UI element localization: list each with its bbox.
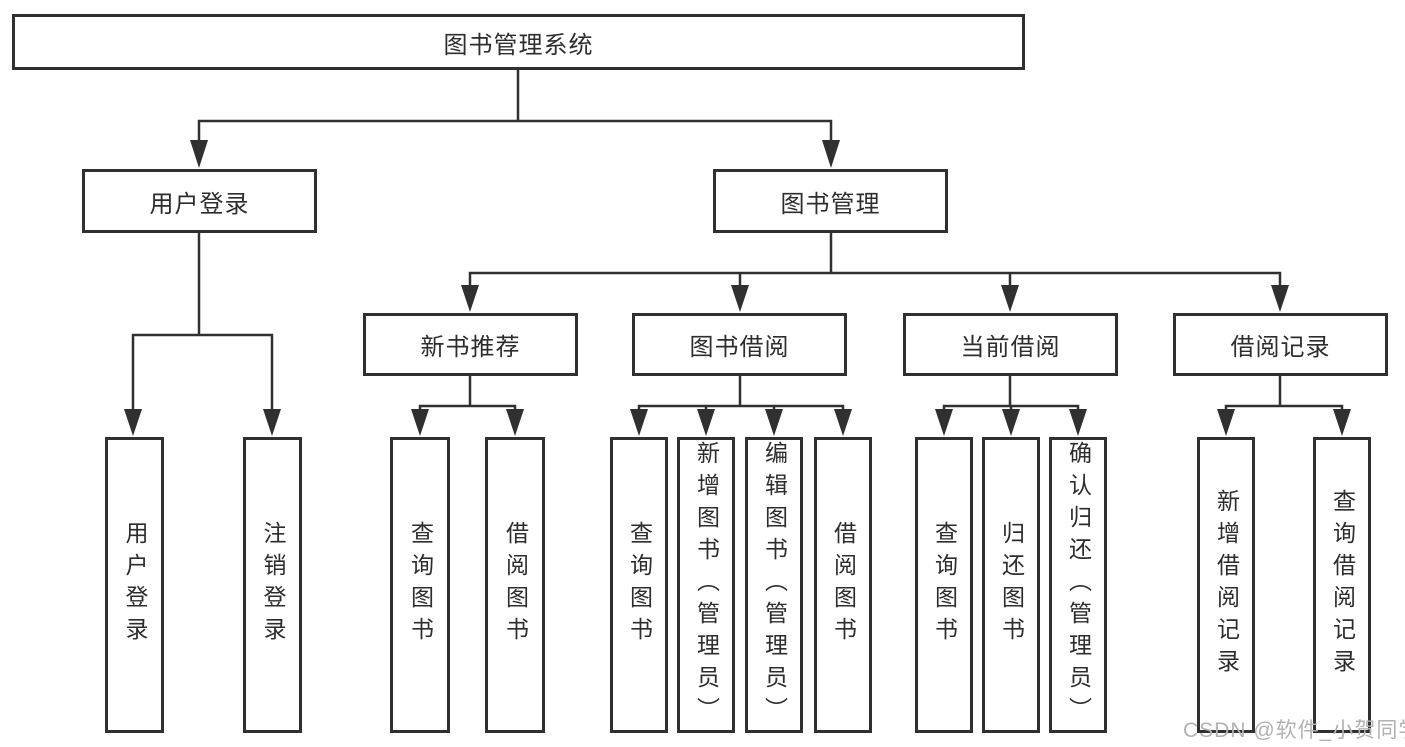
node-book-management: 图书管理 <box>713 169 948 233</box>
node-leaf-confirm-return-admin-label: 确认归还（管理员） <box>1065 441 1092 729</box>
node-leaf-user-login: 用户登录 <box>105 437 164 733</box>
node-leaf-query-books-2-label: 查询图书 <box>626 521 653 649</box>
node-leaf-borrow-books-1: 借阅图书 <box>485 437 545 733</box>
node-borrowing-records: 借阅记录 <box>1173 313 1388 376</box>
node-leaf-query-borrow-record: 查询借阅记录 <box>1313 437 1371 733</box>
node-leaf-add-books-admin: 新增图书（管理员） <box>677 437 735 733</box>
node-leaf-edit-books-admin: 编辑图书（管理员） <box>745 437 803 733</box>
node-leaf-borrow-books-1-label: 借阅图书 <box>502 521 529 649</box>
node-leaf-query-books-3: 查询图书 <box>915 437 973 733</box>
node-new-book-recommend-label: 新书推荐 <box>420 334 521 361</box>
node-user-login-label: 用户登录 <box>149 190 250 218</box>
node-user-login: 用户登录 <box>82 169 317 233</box>
node-root-library-system: 图书管理系统 <box>12 14 1025 70</box>
node-leaf-query-books-1: 查询图书 <box>390 437 450 733</box>
node-leaf-edit-books-admin-label: 编辑图书（管理员） <box>761 441 788 729</box>
node-book-borrowing-label: 图书借阅 <box>689 334 790 361</box>
node-leaf-query-books-1-label: 查询图书 <box>407 521 434 649</box>
arrowheads <box>124 140 1351 436</box>
node-leaf-borrow-books-2-label: 借阅图书 <box>830 521 857 649</box>
node-book-borrowing: 图书借阅 <box>632 313 847 376</box>
node-current-borrowing: 当前借阅 <box>903 313 1118 376</box>
node-leaf-return-books: 归还图书 <box>982 437 1040 733</box>
node-leaf-add-books-admin-label: 新增图书（管理员） <box>693 441 720 729</box>
csdn-watermark: CSDN @软件_小贺同学 <box>1183 719 1405 742</box>
node-current-borrowing-label: 当前借阅 <box>960 334 1061 361</box>
node-book-management-label: 图书管理 <box>780 190 881 218</box>
node-leaf-query-books-2: 查询图书 <box>610 437 668 733</box>
node-leaf-query-books-3-label: 查询图书 <box>931 521 958 649</box>
node-leaf-query-borrow-record-label: 查询借阅记录 <box>1329 489 1356 681</box>
node-leaf-add-borrow-record-label: 新增借阅记录 <box>1213 489 1240 681</box>
node-leaf-logout: 注销登录 <box>243 437 302 733</box>
node-borrowing-records-label: 借阅记录 <box>1230 334 1331 361</box>
node-leaf-logout-label: 注销登录 <box>260 521 286 649</box>
node-leaf-return-books-label: 归还图书 <box>998 521 1025 649</box>
node-leaf-add-borrow-record: 新增借阅记录 <box>1197 437 1255 733</box>
node-root-label: 图书管理系统 <box>443 31 594 59</box>
node-leaf-confirm-return-admin: 确认归还（管理员） <box>1049 437 1107 733</box>
node-new-book-recommend: 新书推荐 <box>363 313 578 376</box>
node-leaf-user-login-label: 用户登录 <box>122 521 148 649</box>
node-leaf-borrow-books-2: 借阅图书 <box>814 437 872 733</box>
